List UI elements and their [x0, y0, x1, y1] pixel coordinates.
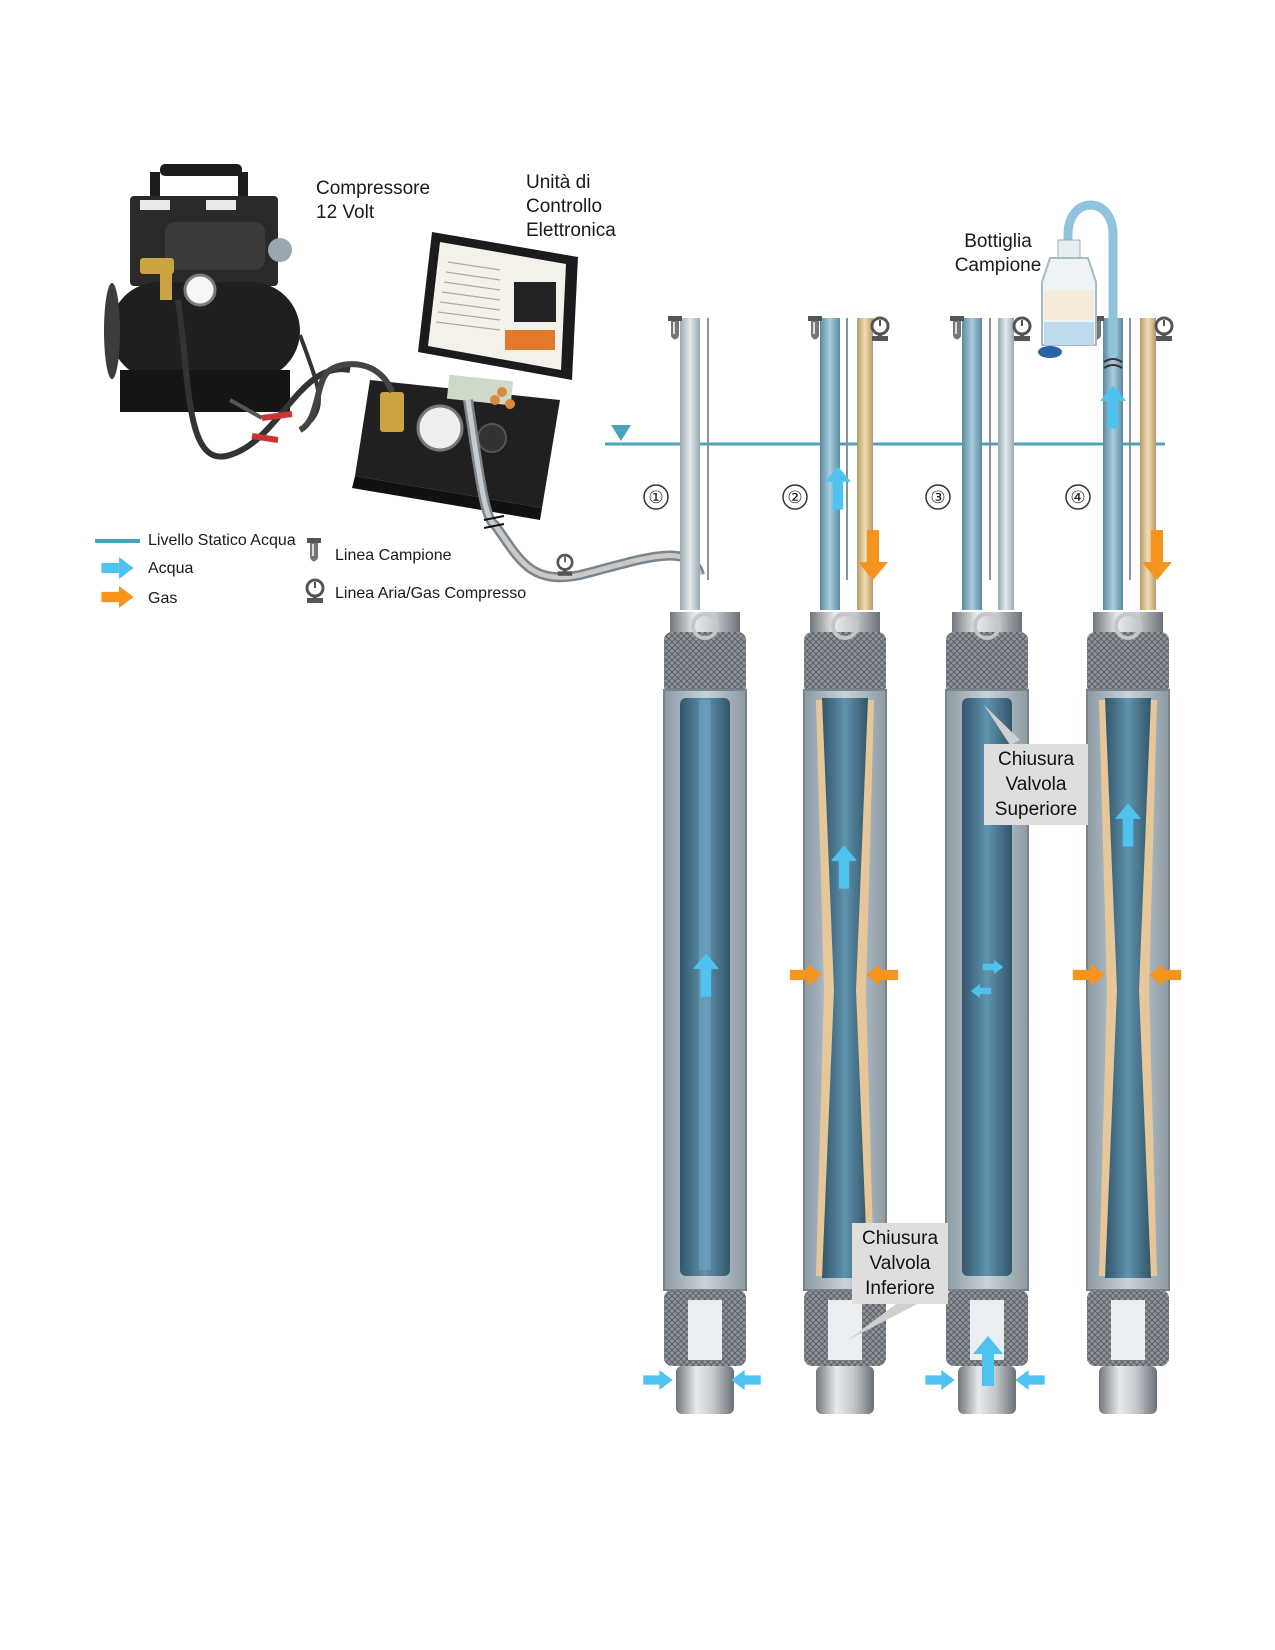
step-markers: ① ② ③ ④	[643, 484, 1091, 510]
compressor-label-line2: 12 Volt	[316, 202, 375, 223]
step-number-1: ①	[648, 488, 663, 507]
control-unit-illustration	[298, 232, 705, 583]
compressor-label-line1: Compressore	[316, 178, 431, 199]
bottom-valve-callout-line3: Inferiore	[865, 1278, 935, 1299]
compressor-label: Compressore 12 Volt	[316, 177, 430, 225]
control-unit-label-line3: Elettronica	[526, 220, 616, 241]
bottom-valve-callout-line2: Valvola	[869, 1253, 931, 1274]
pump-1	[643, 316, 761, 1414]
sample-bottle-label: Bottiglia Campione	[938, 230, 1058, 278]
top-valve-callout: Chiusura Valvola Superiore	[984, 744, 1088, 825]
pump-3	[925, 316, 1045, 1414]
legend-water-arrow-icon	[101, 557, 134, 579]
legend-air-line-icon	[305, 578, 325, 604]
compressor-illustration	[104, 164, 351, 460]
control-unit-label-line1: Unità di	[526, 172, 591, 193]
step-number-3: ③	[930, 488, 945, 507]
water-level-marker-icon	[611, 425, 631, 441]
sample-bottle-label-line1: Bottiglia	[964, 231, 1032, 252]
step-number-2: ②	[787, 488, 802, 507]
pump-4	[1072, 316, 1182, 1414]
bottom-valve-callout-line1: Chiusura	[861, 1228, 939, 1249]
legend-water-level-label: Livello Statico Acqua	[148, 532, 296, 549]
legend-sample-line-label: Linea Campione	[335, 547, 452, 564]
top-valve-pointer	[984, 705, 1020, 745]
legend-gas-arrow-icon	[101, 586, 134, 608]
control-unit-label-line2: Controllo	[526, 196, 603, 217]
legend-water-label: Acqua	[148, 560, 194, 577]
legend-sample-line-icon	[307, 538, 321, 562]
legend-air-line-label: Linea Aria/Gas Compresso	[335, 585, 527, 602]
air-line-gauge-icon	[556, 553, 574, 577]
control-unit-label: Unità di Controllo Elettronica	[526, 171, 616, 243]
top-valve-callout-line3: Superiore	[994, 799, 1078, 820]
top-valve-callout-line1: Chiusura	[997, 749, 1075, 770]
sample-bottle-illustration	[1038, 200, 1118, 358]
legend-gas-label: Gas	[148, 590, 178, 607]
step-number-4: ④	[1070, 488, 1085, 507]
top-valve-callout-line2: Valvola	[1005, 774, 1067, 795]
pump-2	[789, 316, 899, 1414]
bottom-valve-callout: Chiusura Valvola Inferiore	[852, 1223, 948, 1304]
sample-bottle-label-line2: Campione	[954, 255, 1042, 276]
